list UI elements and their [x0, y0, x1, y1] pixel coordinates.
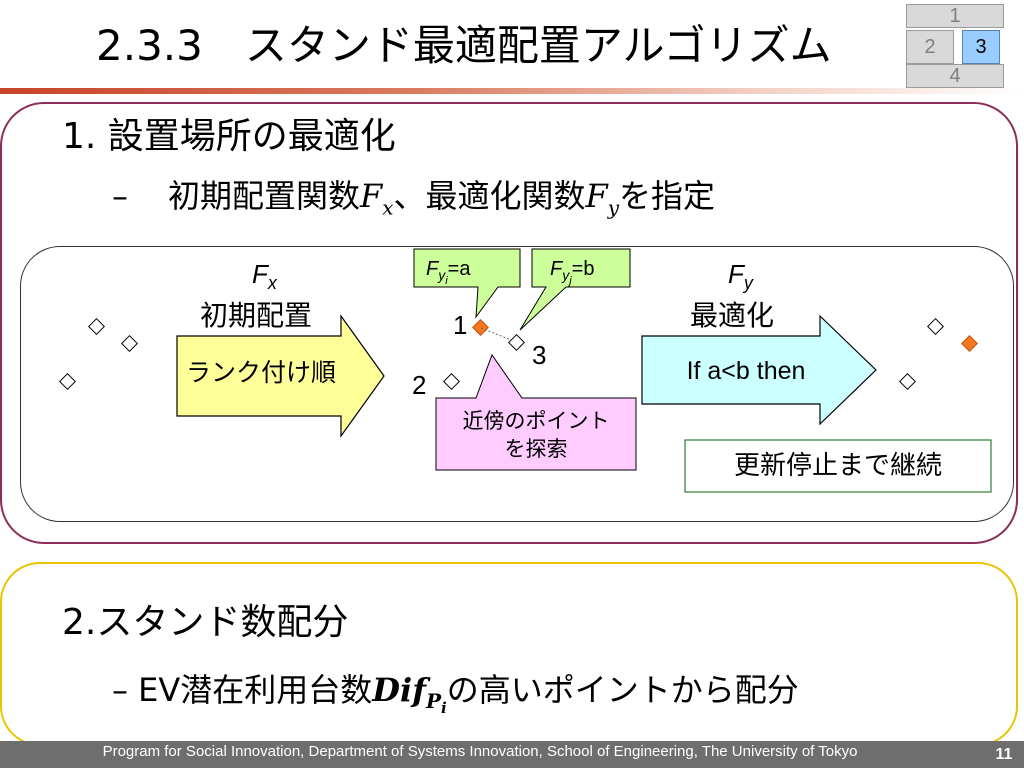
- callout-fyi: [413, 248, 521, 319]
- page-number: 11: [995, 746, 1013, 763]
- candidate-point: [88, 318, 105, 335]
- page-title: 2.3.3 スタンド最適配置アルゴリズム: [96, 21, 832, 70]
- right-point-group: [899, 318, 978, 390]
- section1-heading: 1. 設置場所の最適化: [62, 116, 396, 157]
- point-label-2: 2: [412, 370, 427, 400]
- bullet-mid-text: 、最適化関数: [393, 177, 586, 215]
- point-label-1: 1: [453, 310, 468, 340]
- section2-bullet: – EV潜在利用台数DifPiの高いポイントから配分: [112, 666, 799, 732]
- left-point-group: [59, 318, 138, 390]
- callout-fyj-text: Fyj=b: [550, 258, 595, 287]
- title-divider: [0, 88, 1024, 94]
- nav-box-1[interactable]: 1: [906, 4, 1004, 28]
- optimization-caption: 最適化: [690, 299, 775, 332]
- candidate-point: [59, 373, 76, 390]
- neighbor-point-2: [443, 373, 460, 390]
- fy-label: Fy: [728, 259, 753, 294]
- fy-symbol: Fy: [585, 177, 620, 220]
- search-neighbors-callout: [435, 353, 637, 471]
- rank-order-arrow: [176, 314, 385, 438]
- continue-box-frame: [684, 439, 992, 493]
- dif-symbol: DifPi: [372, 671, 447, 718]
- rank-order-label: ランク付け順: [185, 358, 336, 387]
- bullet-prefix-text: 初期配置関数: [168, 177, 361, 215]
- optimize-arrow: [641, 314, 877, 426]
- footer-text: Program for Social Innovation, Departmen…: [102, 743, 858, 760]
- callout-fyi-text: Fyi=a: [426, 258, 471, 287]
- nav-box-2[interactable]: 2: [906, 30, 954, 64]
- optimize-condition-label: If a<b then: [686, 357, 806, 385]
- nav-box-4[interactable]: 4: [906, 64, 1004, 88]
- initial-placement-caption: 初期配置: [200, 299, 313, 332]
- section1-bullet: – 初期配置関数Fx、最適化関数Fyを指定: [112, 174, 715, 229]
- fx-symbol: Fx: [360, 177, 394, 220]
- neighbor-point-3: [508, 334, 525, 351]
- bullet-dash: –: [112, 177, 128, 215]
- candidate-point: [927, 318, 944, 335]
- nav-box-3-current[interactable]: 3: [962, 30, 1000, 64]
- fx-label: Fx: [252, 259, 277, 294]
- continue-until-stop-label: 更新停止まで継続: [733, 451, 942, 481]
- search-callout-line2: を探索: [504, 437, 568, 461]
- bullet-dash: –: [112, 671, 128, 709]
- optimized-point: [961, 335, 978, 352]
- search-callout-line1: 近傍のポイント: [462, 409, 610, 433]
- bullet-suffix-text: の高いポイントから配分: [446, 671, 799, 709]
- placement-optimization-panel: [0, 102, 1018, 544]
- diagram-frame: [20, 246, 1014, 522]
- selected-point-1: [472, 319, 489, 336]
- callout-fyj: [519, 248, 631, 331]
- candidate-point: [899, 373, 916, 390]
- bullet-prefix-text: EV潜在利用台数: [138, 671, 373, 709]
- footer-bar: [0, 741, 1024, 768]
- candidate-point: [121, 335, 138, 352]
- bullet-suffix-text: を指定: [619, 177, 716, 215]
- section2-heading: 2.スタンド数配分: [62, 602, 349, 643]
- point-label-3: 3: [532, 340, 547, 370]
